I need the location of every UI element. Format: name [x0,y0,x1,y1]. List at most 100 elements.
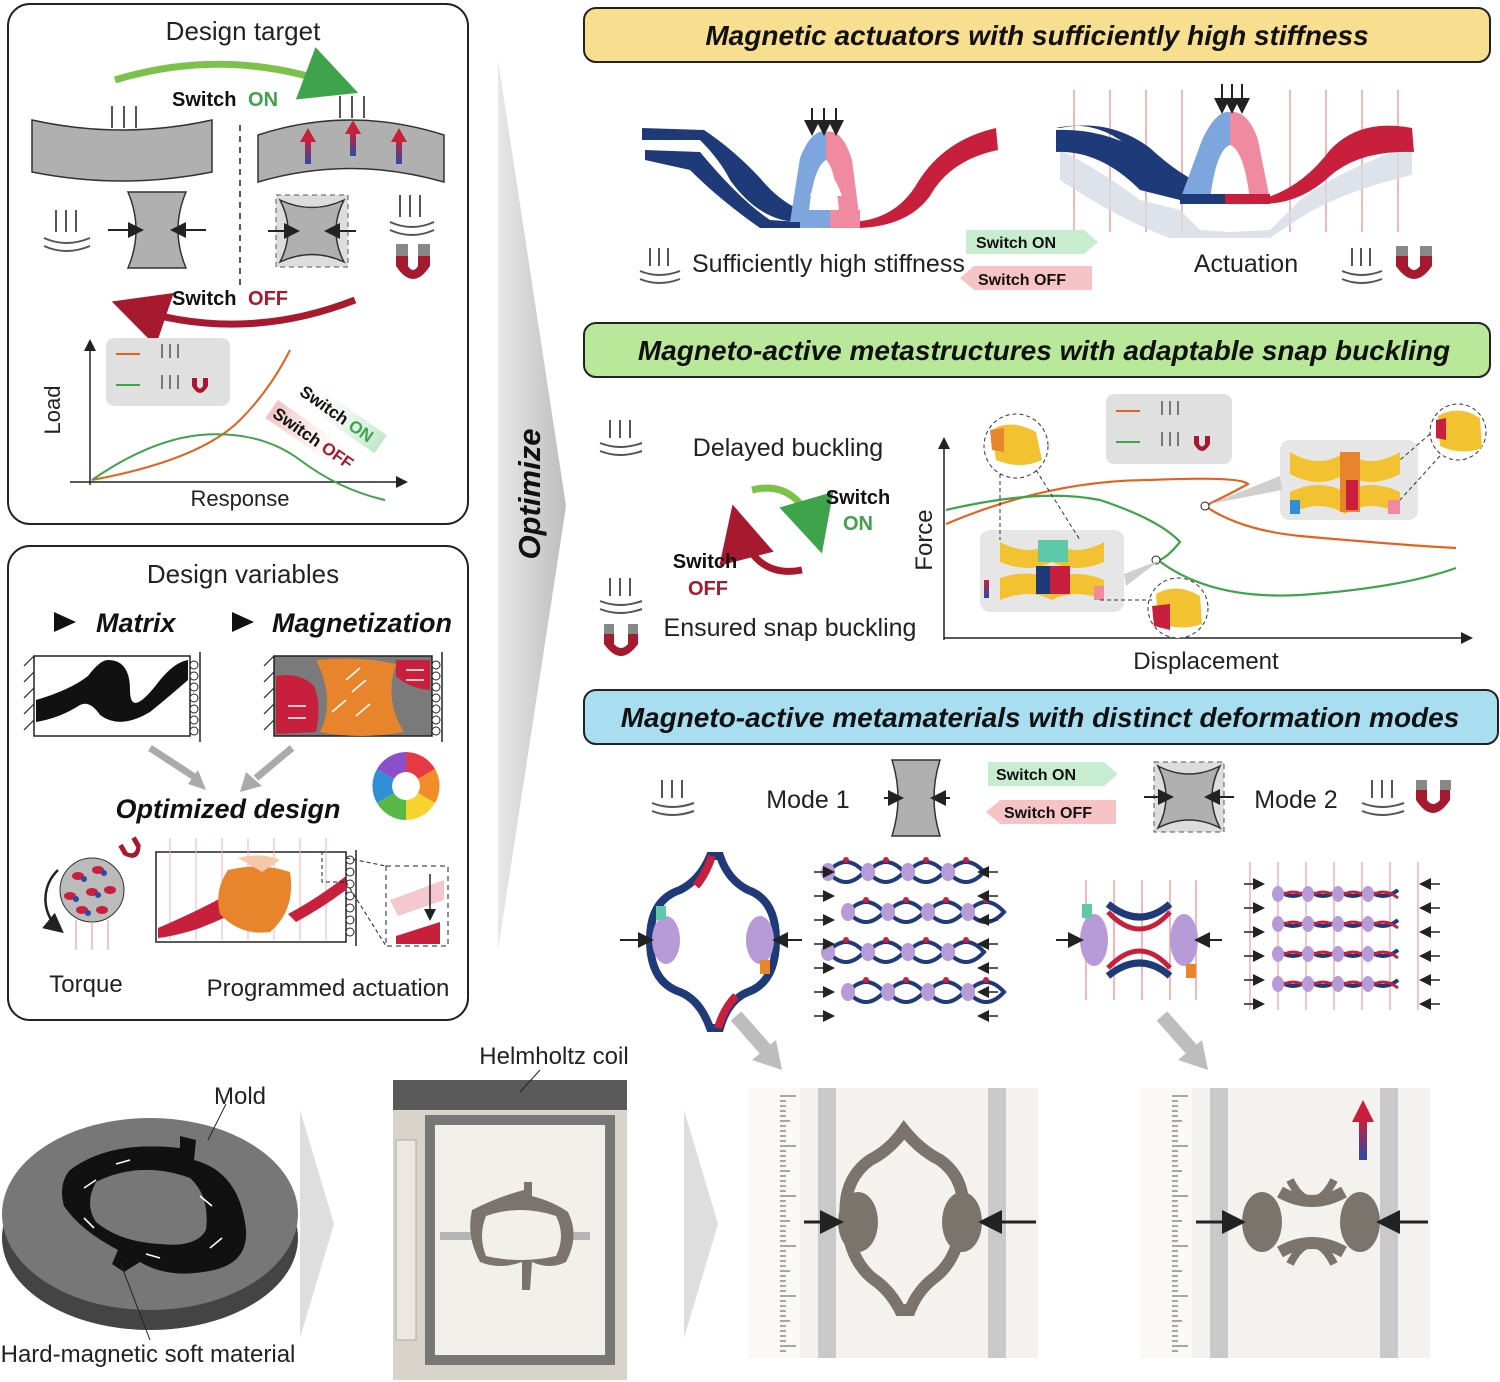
stiffness-icon [639,248,681,284]
coil-label: Helmholtz coil [479,1043,628,1070]
lattice-node [1302,886,1314,902]
lattice-joint [983,897,989,903]
x-axis-label: Response [190,486,289,511]
stiffness-icon [1341,248,1383,284]
load-response-chart: Switch ON Switch OFF Load Response [40,338,408,511]
metamaterial-lattice-mode2 [1244,862,1440,1010]
delayed-buckling-label: Delayed buckling [693,434,883,462]
magnetization-label: Magnetization [272,608,452,638]
svg-text:Switch OFF: Switch OFF [978,272,1066,289]
stiffness-icon [651,780,695,816]
stiffness-icon [599,578,643,614]
mode2-photo [1140,1088,1430,1358]
banner-1-title: Magnetic actuators with sufficiently hig… [705,20,1368,51]
lattice-node [1362,976,1374,992]
lattice-node [1332,946,1344,962]
lattice-node [841,983,855,1001]
curve-off [91,349,291,481]
banner-1 [583,7,1491,63]
optimized-design [155,838,449,947]
optimize-label: Optimize [512,429,547,560]
color-wheel-icon [372,752,440,820]
lattice-node [861,863,875,881]
switch-off-pill: Switch OFF [986,800,1116,824]
section-snap-buckling: Magneto-active metastructures with adapt… [583,322,1491,675]
unit-cell-mode1 [108,191,206,269]
lattice-node [1272,886,1284,902]
field-arrow-icon [1359,1120,1367,1160]
design-variables-panel: Design variables Matrix Magnetization [7,545,469,1021]
section-deformation-modes: Magneto-active metamaterials with distin… [583,689,1499,1070]
mold-label: Mold [214,1083,266,1110]
actuator-unactuated [642,108,998,228]
mode2-label: Mode 2 [1254,786,1337,814]
lattice-joint [843,857,849,863]
lattice-joint [863,897,869,903]
y-axis-label: Force [911,509,938,570]
magnet-icon [1416,780,1451,813]
lattice-joint [983,977,989,983]
lattice-node [941,863,955,881]
zoom-circle [1429,403,1487,461]
force-displacement-chart: Force Displacement [911,394,1487,675]
metamaterial-cell-mode1 [620,852,802,1032]
switch-off-label: Switch OFF [172,288,288,310]
y-axis-label: Load [40,386,65,435]
sufficient-stiffness-label: Sufficiently high stiffness [692,250,965,278]
cycle-switch-word: Switch [826,487,890,509]
lattice-node [841,903,855,921]
inset-structure-lower [980,530,1124,612]
bullet-triangle-icon [232,612,254,632]
magnetization-arrows-icon [300,120,407,164]
torque-label: Torque [49,971,122,998]
section-stiff-actuators: Magnetic actuators with sufficiently hig… [583,7,1491,290]
lattice-node [941,943,955,961]
legend-box [106,338,230,406]
process-chevron [684,1110,718,1338]
switch-off-arrow [111,292,357,346]
lattice-node [1332,976,1344,992]
stiffness-icon [389,195,435,236]
converge-arrow [148,745,198,781]
load-arrows-icon [111,96,365,128]
lattice-ligament [965,980,1007,1004]
converge-arrow [253,745,295,781]
banner-2-title: Magneto-active metastructures with adapt… [638,335,1450,366]
curve-off [945,477,1457,550]
down-arrow [730,1011,772,1055]
lattice-joint [883,937,889,943]
bullet-triangle-icon [54,612,76,632]
inset-structure-upper [1280,440,1418,520]
lattice-node [881,983,895,1001]
cycle-switch-word: Switch [673,551,737,573]
switch-off-pill: Switch OFF [960,266,1092,290]
switch-on-pill: Switch ON [988,762,1118,786]
lattice-node [1272,976,1284,992]
magnet-icon [396,244,430,279]
x-axis-label: Displacement [1133,648,1279,675]
actuation-label: Actuation [1194,250,1298,278]
lattice-node [1302,916,1314,932]
stiffness-icon [599,420,643,456]
mold-illustration [2,1103,298,1341]
cycle-on-word: ON [843,513,873,535]
lattice-node [961,983,975,1001]
lattice-node [1332,886,1344,902]
lattice-joint [903,977,909,983]
lattice-node [1272,946,1284,962]
lattice-node [1362,916,1374,932]
unit-cell-mode2 [1144,761,1234,833]
lattice-node [1332,916,1344,932]
lattice-joint [923,937,929,943]
magnet-icon [1396,246,1432,279]
mode1-label: Mode 1 [766,786,849,814]
stiffness-icon [43,210,91,252]
matrix-label: Matrix [96,608,177,638]
lattice-node [921,983,935,1001]
cycle-on-arrow [751,484,834,554]
optimized-design-label: Optimized design [115,794,340,824]
down-arrow [1156,1011,1198,1055]
matrix-design [23,652,201,742]
lattice-node [1362,946,1374,962]
